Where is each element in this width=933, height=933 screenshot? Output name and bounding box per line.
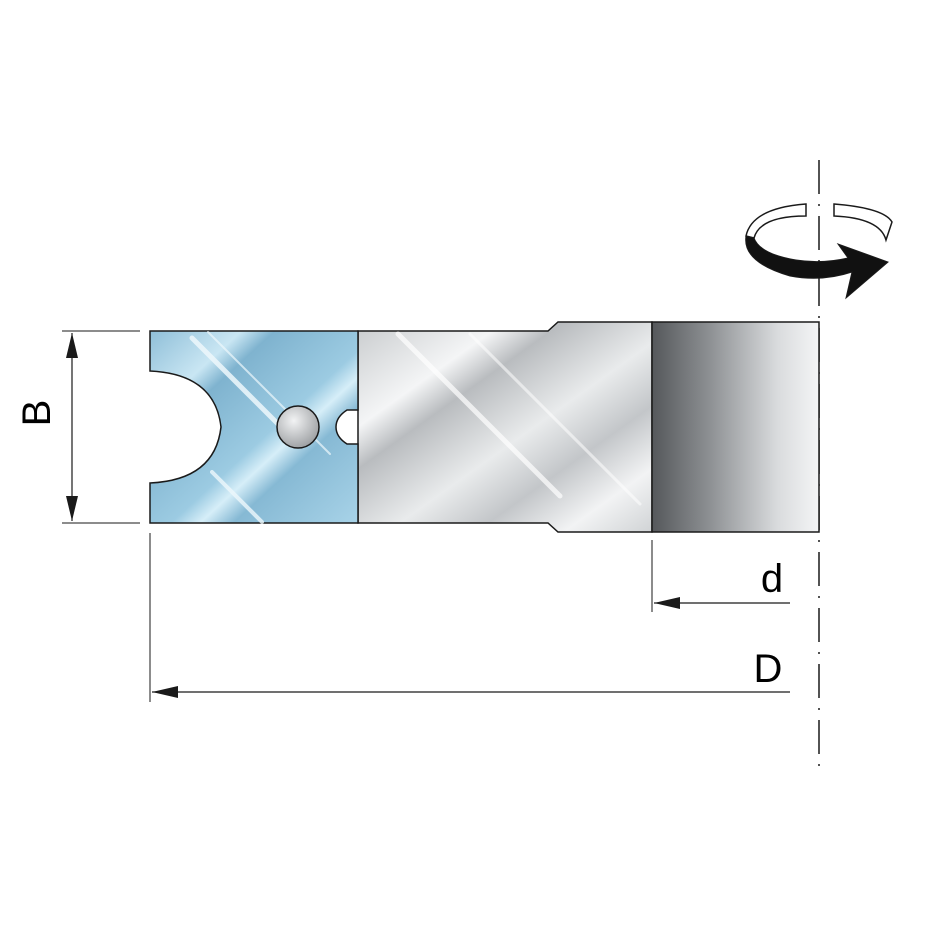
dimension-label-d: d <box>761 557 783 601</box>
dimension-d-small: d <box>651 540 790 612</box>
body-highlight <box>395 331 563 499</box>
dimension-label-D: D <box>754 647 783 691</box>
steel-body <box>357 321 653 533</box>
hub-section <box>651 321 820 533</box>
dimension-b: B <box>15 330 140 524</box>
rotation-arrow-icon <box>745 203 893 300</box>
cutter-insert <box>149 330 359 524</box>
body-highlight <box>468 332 642 506</box>
dimension-label-b: B <box>15 400 59 427</box>
insert-highlight <box>210 470 264 524</box>
dimension-d-large: D <box>149 533 790 702</box>
screw-hole <box>276 405 320 449</box>
